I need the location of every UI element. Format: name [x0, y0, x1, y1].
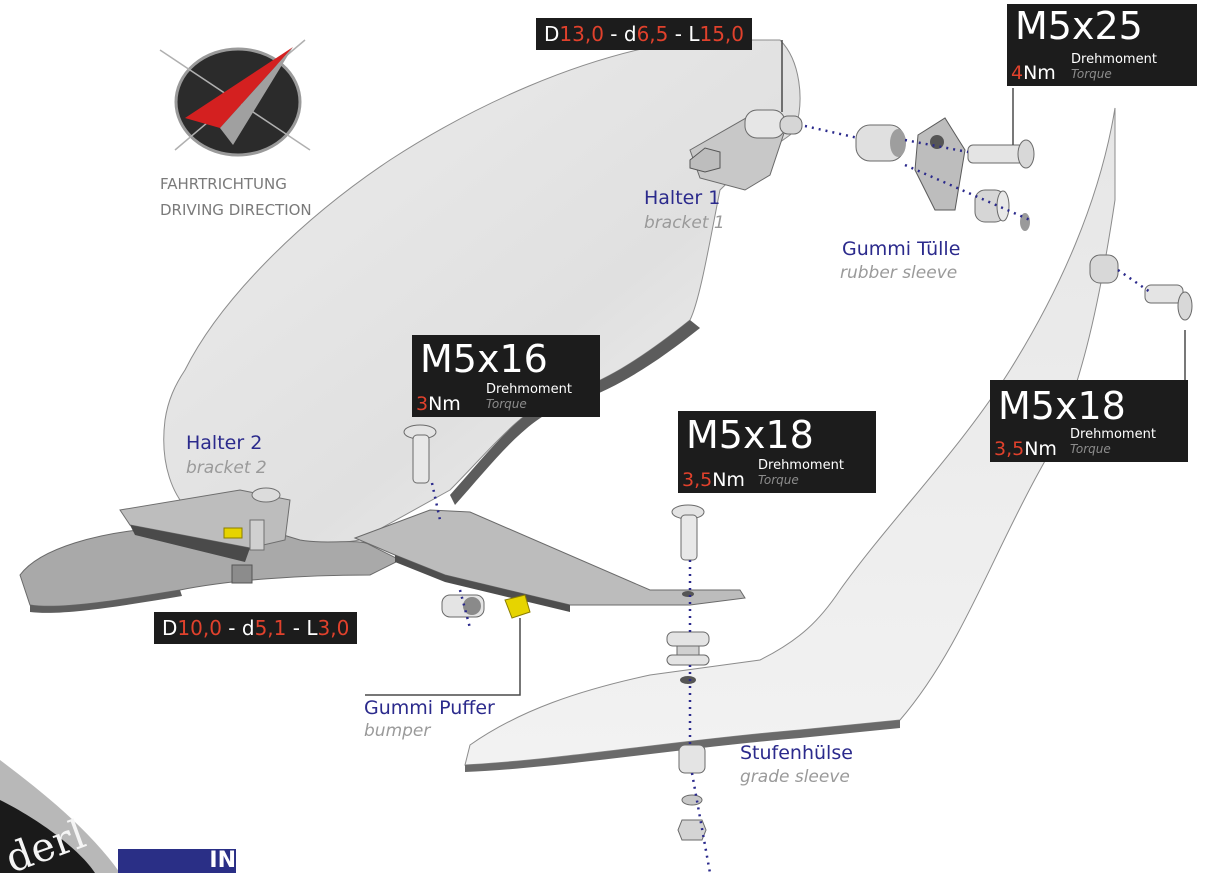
dim-sep: -	[286, 616, 307, 640]
torque-label-en: Torque	[486, 397, 527, 411]
bolt-spec-m5x25: M5x25 4Nm Drehmoment Torque	[1007, 4, 1197, 86]
torque-label-de: Drehmoment	[486, 382, 572, 397]
bolt-m5x18-middle	[671, 504, 705, 561]
assembly-lines	[430, 124, 1151, 873]
dimension-spacer-bottom: D10,0 - d5,1 - L3,0	[154, 612, 358, 644]
torque-label-en: Torque	[758, 473, 799, 487]
dim-L-value: 3,0	[317, 616, 350, 640]
bracket-2	[119, 487, 291, 584]
spacer-d10	[441, 594, 485, 618]
dim-d-value: 5,1	[254, 616, 287, 640]
gummi-puffer-label: Gummi Puffer	[364, 697, 495, 719]
bolt-spec-m5x18-right: M5x18 3,5Nm Drehmoment Torque	[990, 380, 1188, 462]
torque-value: 4Nm	[1011, 62, 1056, 84]
bolt-m5x25	[967, 139, 1035, 169]
bolt-size: M5x16	[420, 337, 548, 381]
dim-L-label: L	[688, 22, 700, 46]
rubber-sleeve-label: rubber sleeve	[840, 263, 958, 283]
dim-L-value: 15,0	[699, 22, 745, 46]
torque-label-de: Drehmoment	[1071, 52, 1157, 67]
torque-label-de: Drehmoment	[1070, 427, 1156, 442]
dimension-spacer-top: D13,0 - d6,5 - L15,0	[536, 18, 753, 50]
bracket-2-label: bracket 2	[186, 458, 267, 478]
dim-D-label: D	[162, 616, 178, 640]
dim-d-label: d	[241, 616, 255, 640]
halter-2-label: Halter 2	[186, 432, 263, 454]
torque-value: 3Nm	[416, 393, 461, 415]
rubber-sleeve-right	[1089, 254, 1193, 321]
bolt-size: M5x18	[998, 384, 1126, 428]
dim-sep: -	[221, 616, 242, 640]
dim-d-label: d	[623, 22, 637, 46]
direction-compass-icon	[159, 39, 311, 157]
dim-D-value: 10,0	[177, 616, 222, 640]
dim-L-label: L	[306, 616, 318, 640]
dim-D-label: D	[544, 22, 560, 46]
corner-decoration	[0, 760, 120, 873]
bracket-1-label: bracket 1	[644, 213, 725, 233]
bracket-1	[689, 109, 803, 191]
dim-d-value: 6,5	[636, 22, 669, 46]
dim-sep: -	[668, 22, 689, 46]
direction-label-de: FAHRTRICHTUNG	[160, 175, 287, 193]
rubber-bumper	[504, 594, 531, 619]
bolt-size: M5x25	[1015, 4, 1143, 48]
leader-lines	[365, 40, 1186, 696]
dim-D-value: 13,0	[559, 22, 604, 46]
halter-1-label: Halter 1	[644, 187, 721, 209]
bolt-m5x16	[403, 424, 437, 484]
rubber-sleeve	[974, 189, 1010, 223]
bolt-size: M5x18	[686, 413, 814, 457]
bolt-spec-m5x16: M5x16 3Nm Drehmoment Torque	[412, 335, 600, 417]
gummi-tuelle-label: Gummi Tülle	[842, 238, 961, 260]
torque-label-en: Torque	[1071, 67, 1112, 81]
bottom-plate	[19, 524, 402, 613]
language-tab: IN	[118, 849, 236, 873]
spacer-d13	[855, 124, 906, 162]
direction-label-en: DRIVING DIRECTION	[160, 201, 312, 219]
torque-label-de: Drehmoment	[758, 458, 844, 473]
grade-sleeve-stack	[666, 631, 710, 841]
stufenhuelse-label: Stufenhülse	[740, 742, 853, 764]
torque-value: 3,5Nm	[682, 469, 745, 491]
grade-sleeve-label: grade sleeve	[740, 767, 850, 787]
tab-plate	[914, 117, 966, 211]
torque-value: 3,5Nm	[994, 438, 1057, 460]
dim-sep: -	[603, 22, 624, 46]
bumper-label: bumper	[364, 721, 431, 741]
torque-label-en: Torque	[1070, 442, 1111, 456]
bolt-spec-m5x18-middle: M5x18 3,5Nm Drehmoment Torque	[678, 411, 876, 493]
